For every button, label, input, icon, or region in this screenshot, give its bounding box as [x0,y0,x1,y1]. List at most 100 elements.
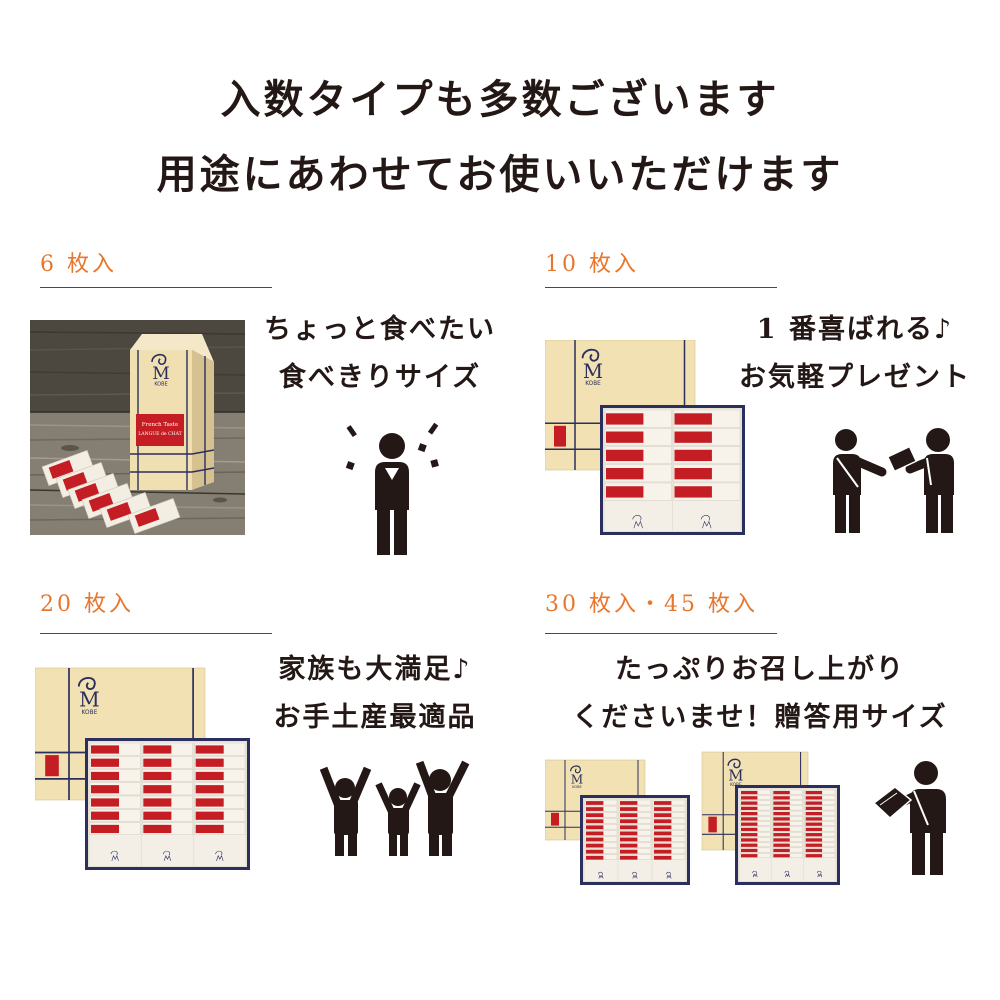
cookie-label [805,843,823,847]
cookie-label [773,822,790,826]
section-caption-10-pack: 1 番喜ばれる♪ お気軽プレゼント [720,306,990,402]
cookie-label [195,798,224,807]
cookie-label [805,817,823,821]
cookie-label [195,771,224,781]
cookie-label [674,449,712,462]
cookie-label [654,855,672,860]
section-divider [40,287,272,288]
box-top [130,334,214,362]
cookie-label [741,833,758,837]
figure-leg [394,508,407,555]
cookie-label [674,486,712,498]
giver-arm-outline [836,457,859,488]
figure-head [335,778,355,798]
box-label [136,414,184,446]
cookie-label [805,838,823,842]
caption-line: お手土産最適品 [273,702,477,733]
figure-torso [334,800,358,835]
figure-head [389,788,407,806]
cookie-label [195,785,224,794]
figure-head [429,769,451,791]
cookie-label [88,493,114,512]
box-label-line-2: LANGUE de CHAT [138,431,182,437]
cookie-label [654,813,672,818]
logo-swirl [570,765,581,774]
cookie-label [586,807,604,811]
packet-logo [784,870,790,878]
section-caption-30-45-pack: たっぷりお召し上がり くださいませ！贈答用サイズ [555,646,965,742]
brand-city: KOBE [572,785,582,789]
section-divider [40,633,272,634]
cookie-label [674,413,712,425]
product-tray [85,738,250,870]
cookie-label [805,833,823,837]
cookie-label [773,843,790,847]
brand-city: KOBE [585,381,601,387]
surprise-mark [417,443,427,453]
headline-line-1: 入数タイプも多数ございます [220,76,780,123]
brand-initial: M [152,364,170,384]
headline-line-2: 用途にあわせてお使いいただけます [156,151,844,198]
cookie-label [773,848,790,853]
cookie-label [143,745,172,754]
brand-city: KOBE [82,710,98,716]
cookie-label [586,813,604,818]
cookie-label [91,771,120,781]
packet-logo [110,850,119,861]
cookie-label [620,807,638,811]
cookie-label [620,837,638,842]
cookie-label [91,811,120,820]
figure-leg [335,833,344,856]
family-cheering-icon [319,760,470,856]
section-divider [545,633,777,634]
cookie-label [773,838,790,842]
cookie-label [195,811,224,820]
figure-leg [389,833,397,856]
cookie-label [143,785,172,794]
cookie-label [741,843,758,847]
figure-torso [388,808,409,835]
section-caption-20-pack: 家族も大満足♪ お手土産最適品 [245,646,505,742]
cookie-label [741,817,758,821]
caption-line: お気軽プレゼント [739,362,971,393]
figure-arm [319,766,344,811]
brand-initial: M [79,688,100,712]
figure-head [379,433,405,459]
cookie-label [195,758,224,767]
cookie-label [606,413,644,425]
cookie-label [741,796,758,800]
packet-logo [665,871,672,879]
section-divider [545,287,777,288]
packet-logo [597,871,604,879]
cookie-label [773,790,790,795]
lid-red-band [708,816,717,833]
logo-swirl [727,758,741,769]
cookie-label [586,825,604,830]
receiver-head [926,428,950,452]
cookie-label [654,801,672,805]
carried-box-icon [872,786,913,820]
cookie-label [606,449,644,462]
cookie-label [674,468,712,480]
cookie-label [620,831,638,836]
cookie-label [620,819,638,824]
surprise-mark [427,422,439,435]
cookie-label [143,811,172,820]
cookie-label [654,843,672,848]
cookie-label [620,849,638,854]
product-tray [580,795,690,885]
cookie-label [654,849,672,854]
section-label-30-45-pack: 30 枚入・45 枚入 [545,592,758,617]
cookie-label [91,824,120,834]
cookie-label [741,806,758,810]
caption-line: 食べきりサイズ [278,362,482,393]
cookie-label [586,819,604,824]
cookie-label [741,801,758,805]
caption-line: たっぷりお召し上がり [615,654,905,685]
